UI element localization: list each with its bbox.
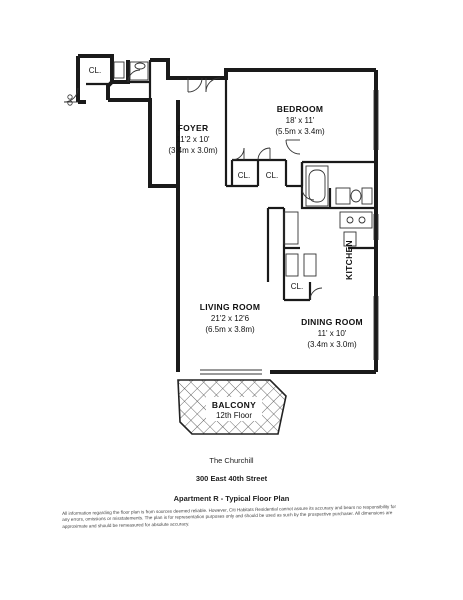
living-dim-metric: (6.5m x 3.8m) xyxy=(205,325,255,334)
kitchen-name: KITCHEN xyxy=(344,240,354,280)
dining-dim-metric: (3.4m x 3.0m) xyxy=(307,340,357,349)
balcony-floor: 12th Floor xyxy=(216,411,252,420)
bedroom-name: BEDROOM xyxy=(277,104,324,114)
windows xyxy=(200,90,379,375)
foyer-name: FOYER xyxy=(178,123,209,133)
balcony-name: BALCONY xyxy=(212,400,256,410)
dining-dim-imperial: 11' x 10' xyxy=(318,329,347,338)
closet-label-entry: CL. xyxy=(89,66,101,75)
closet-label-kitchen: CL. xyxy=(291,282,303,291)
kitchen-fixtures xyxy=(283,211,373,277)
interior-walls xyxy=(86,60,376,302)
building-address: 300 East 40th Street xyxy=(195,474,268,483)
closet-label-bedroom-2: CL. xyxy=(266,171,278,180)
foyer-dim-imperial: 11'2 x 10' xyxy=(176,135,210,144)
bathroom-fixtures xyxy=(113,61,373,207)
entry-marker-icon xyxy=(67,94,73,106)
balcony xyxy=(177,379,287,435)
doors xyxy=(63,69,323,301)
bedroom-dim-imperial: 18' x 11' xyxy=(286,116,315,125)
foyer-dim-metric: (3.4m x 3.0m) xyxy=(168,146,218,155)
building-name: The Churchill xyxy=(209,456,254,465)
living-dim-imperial: 21'2 x 12'6 xyxy=(211,314,250,323)
dining-name: DINING ROOM xyxy=(301,317,363,327)
closet-label-bedroom-1: CL. xyxy=(238,171,250,180)
bedroom-dim-metric: (5.5m x 3.4m) xyxy=(275,127,325,136)
living-name: LIVING ROOM xyxy=(200,302,260,312)
plan-title: Apartment R - Typical Floor Plan xyxy=(173,494,290,503)
